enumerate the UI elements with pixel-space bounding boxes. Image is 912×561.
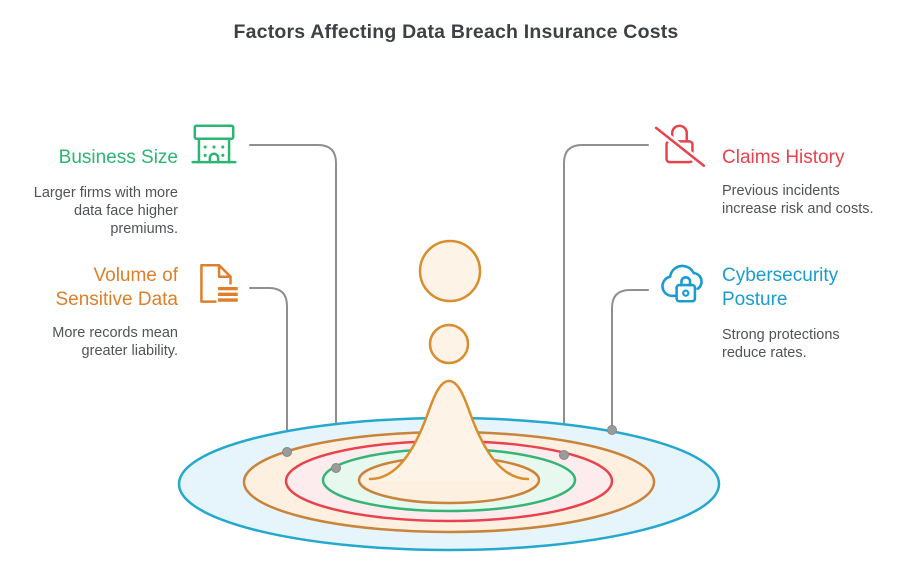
factor-desc-volume-data: More records mean greater liability. bbox=[52, 325, 178, 359]
falling-droplets bbox=[418, 239, 482, 365]
factor-title-claims-history: Claims History bbox=[722, 147, 845, 168]
factor-title-business-size: Business Size bbox=[58, 147, 178, 168]
droplet-large bbox=[418, 239, 482, 303]
factor-title-cybersecurity: Cybersecurity Posture bbox=[722, 265, 839, 310]
connector-volume-data bbox=[249, 287, 288, 451]
connector-lines bbox=[249, 144, 649, 467]
page-title: Factors Affecting Data Breach Insurance … bbox=[233, 21, 679, 43]
connector-claims-history bbox=[563, 144, 649, 454]
factor-desc-claims-history: Previous incidents increase risk and cos… bbox=[722, 183, 874, 217]
droplet-small bbox=[428, 323, 470, 365]
connector-dots bbox=[282, 425, 617, 473]
factor-desc-cybersecurity: Strong protections reduce rates. bbox=[722, 327, 840, 361]
dot-cybersecurity bbox=[607, 425, 617, 435]
splash-column bbox=[368, 379, 530, 481]
dot-business-size bbox=[331, 463, 341, 473]
connector-business-size bbox=[249, 144, 337, 467]
document-icon bbox=[190, 258, 244, 312]
storefront-icon bbox=[187, 120, 241, 172]
factor-title-volume-data: Volume of Sensitive Data bbox=[55, 265, 178, 310]
cloud-lock-icon bbox=[654, 256, 710, 312]
connector-cybersecurity bbox=[611, 289, 649, 429]
dot-claims-history bbox=[559, 450, 569, 460]
lock-slash-icon bbox=[652, 118, 708, 172]
dot-volume-data bbox=[282, 447, 292, 457]
factor-desc-business-size: Larger firms with more data face higher … bbox=[33, 185, 178, 237]
